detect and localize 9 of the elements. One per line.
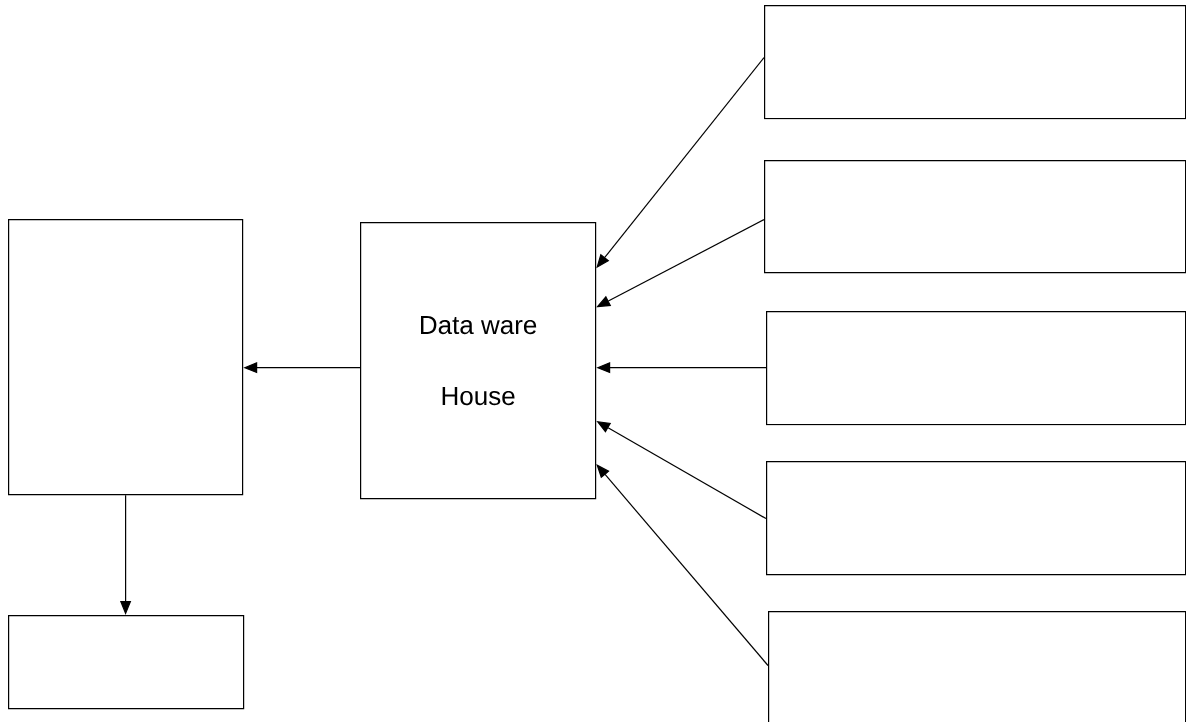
empty-box [8, 219, 244, 496]
empty-box [8, 615, 245, 710]
empty-box [764, 160, 1186, 274]
empty-box [764, 5, 1186, 120]
text-box: Data ware House [360, 222, 597, 500]
empty-box [766, 461, 1186, 576]
arrow [596, 464, 769, 667]
empty-box [766, 311, 1186, 426]
empty-box [768, 611, 1186, 722]
